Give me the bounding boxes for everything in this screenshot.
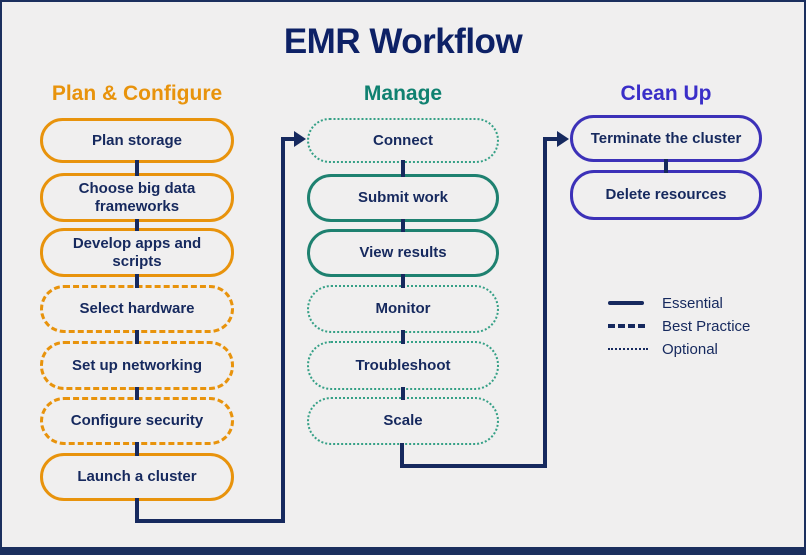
legend-item-best-practice: Best Practice: [608, 315, 750, 337]
heading-clean-up: Clean Up: [620, 82, 712, 105]
step-troubleshoot: Troubleshoot: [307, 341, 499, 390]
step-choose-big-data-frameworks: Choose big data frameworks: [40, 173, 234, 222]
arrowhead-terminate: [557, 131, 569, 147]
legend-label: Optional: [662, 340, 718, 358]
legend-label: Essential: [662, 294, 723, 312]
connector-plan6: [135, 442, 139, 456]
arrow-launch-to-connect-down: [135, 498, 139, 523]
legend-label: Best Practice: [662, 317, 751, 335]
arrow-scale-to-terminate-up: [543, 137, 547, 468]
connector-clean1: [664, 159, 668, 173]
step-submit-work: Submit work: [307, 174, 499, 222]
legend-line-dashed-icon: [608, 324, 648, 328]
legend-item-essential: Essential: [608, 292, 750, 314]
connector-manage1: [401, 160, 405, 177]
step-plan-storage: Plan storage: [40, 118, 234, 163]
heading-plan-configure: Plan & Configure: [51, 82, 223, 105]
step-set-up-networking: Set up networking: [40, 341, 234, 390]
step-connect: Connect: [307, 118, 499, 163]
connector-manage2: [401, 219, 405, 232]
arrow-scale-to-terminate-across: [400, 464, 547, 468]
heading-manage: Manage: [363, 82, 443, 105]
arrowhead-connect: [294, 131, 306, 147]
connector-plan3: [135, 274, 139, 288]
connector-manage3: [401, 274, 405, 288]
step-develop-apps-and-scripts: Develop apps and scripts: [40, 228, 234, 277]
legend-item-optional: Optional: [608, 338, 750, 360]
connector-manage5: [401, 387, 405, 400]
step-terminate-the-cluster: Terminate the cluster: [570, 115, 762, 162]
legend-line-dotted-icon: [608, 348, 648, 350]
connector-plan5: [135, 387, 139, 400]
step-monitor: Monitor: [307, 285, 499, 333]
step-launch-a-cluster: Launch a cluster: [40, 453, 234, 501]
connector-plan1: [135, 160, 139, 176]
connector-manage4: [401, 330, 405, 344]
step-delete-resources: Delete resources: [570, 170, 762, 220]
frame-bottom-bar: [2, 547, 804, 553]
arrow-scale-to-terminate-shaft: [545, 137, 558, 141]
arrow-scale-to-terminate-down: [400, 443, 404, 468]
arrow-launch-to-connect-shaft: [283, 137, 295, 141]
step-configure-security: Configure security: [40, 397, 234, 445]
legend: Essential Best Practice Optional: [608, 292, 750, 361]
step-scale: Scale: [307, 397, 499, 445]
arrow-launch-to-connect-up: [281, 137, 285, 523]
connector-plan2: [135, 219, 139, 231]
step-view-results: View results: [307, 229, 499, 277]
step-select-hardware: Select hardware: [40, 285, 234, 333]
arrow-launch-to-connect-across: [135, 519, 285, 523]
legend-line-solid-icon: [608, 301, 648, 305]
diagram-title: EMR Workflow: [283, 22, 523, 61]
connector-plan4: [135, 330, 139, 344]
